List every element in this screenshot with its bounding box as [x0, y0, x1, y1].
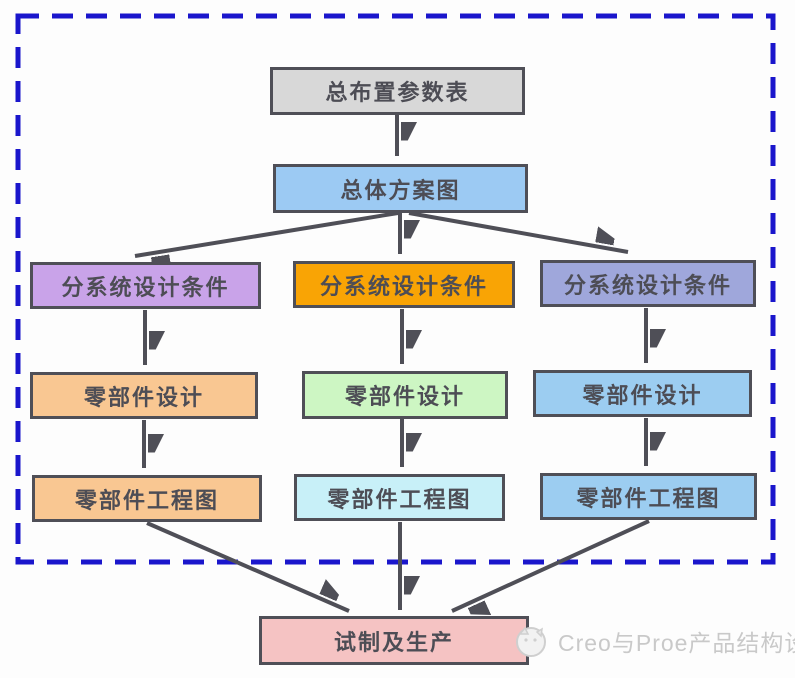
node-parameter-table: 总布置参数表 — [270, 67, 525, 115]
node-label: 零部件设计 — [344, 384, 465, 409]
node-label: 总体方案图 — [340, 177, 461, 203]
node-condition-1: 分系统设计条件 — [30, 262, 261, 309]
node-design-1: 零部件设计 — [30, 372, 258, 419]
node-label: 试制及生产 — [333, 629, 454, 655]
watermark-logo-icon — [516, 626, 546, 657]
node-label: 分系统设计条件 — [319, 273, 488, 299]
node-condition-3: 分系统设计条件 — [540, 260, 756, 307]
watermark-text: Creo与Proe产品结构设计 — [558, 630, 795, 656]
arrow-overall-to-cond3 — [408, 211, 629, 254]
node-label: 零部件工程图 — [74, 487, 219, 513]
node-label: 分系统设计条件 — [563, 272, 732, 298]
node-design-2: 零部件设计 — [302, 371, 508, 419]
dashed-boundary — [15, 13, 776, 565]
node-production: 试制及生产 — [259, 616, 529, 665]
node-overall-plan: 总体方案图 — [273, 164, 528, 213]
node-label: 分系统设计条件 — [61, 274, 230, 300]
arrow-drawing3-to-production — [451, 519, 650, 611]
node-label: 零部件设计 — [582, 382, 703, 408]
node-label: 零部件工程图 — [327, 486, 472, 512]
node-design-3: 零部件设计 — [533, 370, 752, 417]
node-label: 零部件设计 — [83, 384, 204, 410]
node-drawing-1: 零部件工程图 — [32, 475, 262, 522]
arrow-drawing1-to-production — [146, 521, 350, 613]
node-label: 总布置参数表 — [325, 80, 470, 105]
node-drawing-3: 零部件工程图 — [540, 473, 757, 520]
node-condition-2: 分系统设计条件 — [293, 261, 515, 308]
arrow-overall-to-cond1 — [134, 211, 399, 256]
watermark: Creo与Proe产品结构设计 — [512, 622, 795, 660]
node-label: 零部件工程图 — [576, 485, 721, 511]
node-drawing-2: 零部件工程图 — [294, 474, 505, 521]
